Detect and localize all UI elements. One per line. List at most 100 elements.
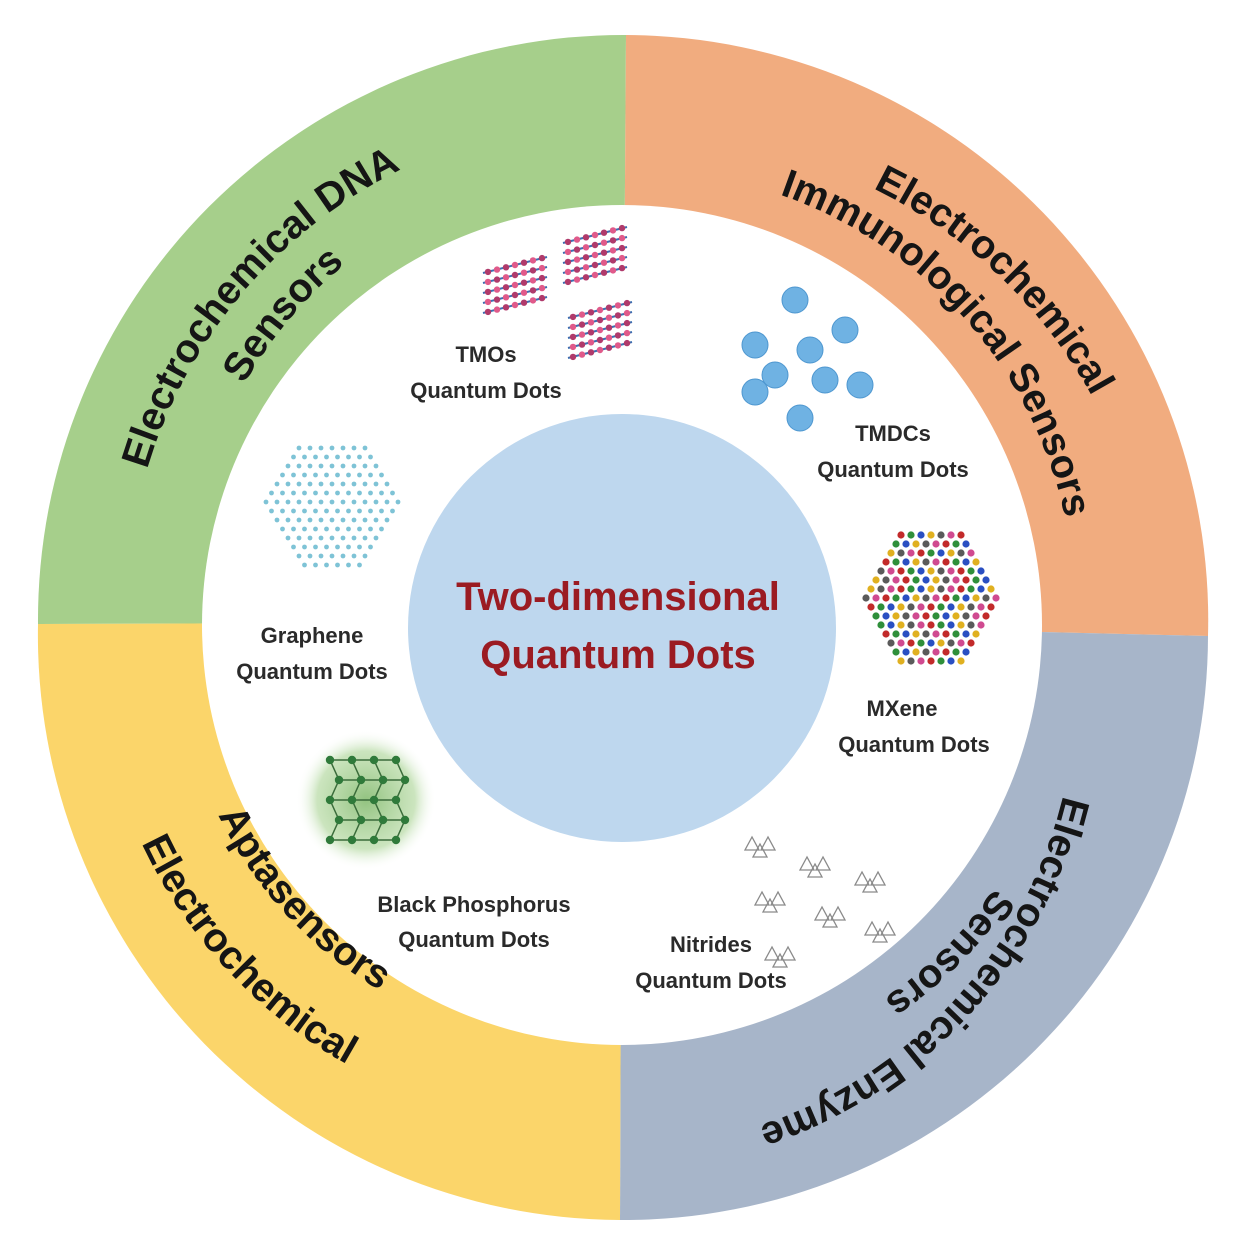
tmos-atom [520, 269, 528, 276]
tmos-atom [600, 249, 608, 256]
mxene-atom [907, 567, 915, 575]
tmdcs-dot [781, 286, 809, 314]
bp-atom [325, 755, 335, 765]
graphene-atom [368, 454, 373, 460]
bp-atom [378, 775, 388, 785]
graphene-atom [318, 517, 324, 523]
tmos-atom [591, 251, 599, 259]
tmos-atom [520, 259, 528, 266]
graphene-atom [351, 445, 357, 451]
graphene-atom [291, 454, 296, 460]
graphene-atom [296, 499, 302, 505]
bp-atom [334, 775, 344, 785]
center-title-line2: Quantum Dots [480, 633, 756, 677]
graphene-atom [269, 490, 274, 496]
graphene-atom [285, 517, 291, 523]
tmos-atom [578, 351, 586, 358]
graphene-atom [335, 472, 340, 478]
graphene-atom [291, 544, 296, 550]
graphene-atom [318, 481, 324, 487]
mxene-atom [897, 585, 905, 593]
graphene-atom [335, 508, 340, 514]
tmos-label-line2: Quantum Dots [410, 378, 562, 403]
mxene-atom [967, 621, 975, 629]
graphene-atom [395, 499, 401, 505]
tmdcs-dot [796, 336, 824, 364]
mxene-atom [977, 585, 985, 593]
mxene-atom [947, 657, 955, 665]
tmos-atom [484, 278, 492, 286]
mxene-atom [887, 549, 895, 557]
graphene-atom [368, 544, 373, 550]
graphene-atom [335, 544, 340, 550]
mxene-atom [942, 630, 950, 638]
graphene-atom [324, 490, 329, 496]
mxene-atom [892, 576, 900, 584]
mxene-atom [967, 603, 975, 611]
nitrides-triangle [779, 945, 797, 961]
mxene-atom [882, 612, 890, 620]
bp-atom [369, 795, 379, 805]
mxene-atom [932, 612, 940, 620]
graphene-atom [346, 544, 351, 550]
tmos-atom [596, 306, 604, 314]
tmdcs-dot [786, 404, 814, 432]
tmos-atom [520, 279, 528, 286]
graphene-atom [373, 463, 379, 469]
graphene-atom [302, 454, 307, 460]
tmos-atom [569, 313, 577, 321]
tmos-atom [529, 257, 537, 264]
nitrides-label-line2: Quantum Dots [635, 968, 787, 993]
mxene-atom [927, 621, 935, 629]
tmos-atom [609, 247, 617, 254]
tmdcs-dot [811, 366, 839, 394]
graphene-atom [307, 463, 313, 469]
bp-atom [334, 815, 344, 825]
bp-atom [369, 835, 379, 845]
graphene-atom [346, 526, 351, 532]
mxene-atom [862, 594, 870, 602]
mxene-atom [957, 567, 965, 575]
mxene-atom [937, 639, 945, 647]
mxene-atom [932, 630, 940, 638]
tmos-atom [587, 349, 595, 356]
tmos-atom [538, 294, 546, 302]
tmos-atom [596, 316, 604, 324]
graphene-atom [346, 490, 351, 496]
graphene-atom [351, 553, 357, 559]
mxene-atom [867, 603, 875, 611]
mxene-atom [897, 639, 905, 647]
tmos-atom [511, 271, 519, 279]
tmos-atom [502, 294, 510, 301]
tmos-atom [609, 227, 617, 234]
graphene-atom [373, 535, 379, 541]
mxene-atom [932, 540, 940, 548]
mxene-atom [917, 639, 925, 647]
mxene-atom [917, 567, 925, 575]
mxene-atom [942, 540, 950, 548]
bp-atom [391, 835, 401, 845]
tmos-atom [605, 314, 613, 321]
graphene-atom [324, 508, 329, 514]
mxene-atom [942, 594, 950, 602]
mxene-atom [947, 621, 955, 629]
tmos-atom [564, 268, 572, 276]
mxene-atom [957, 603, 965, 611]
mxene-atom [927, 603, 935, 611]
tmdcs-dot [831, 316, 859, 344]
mxene-atom [962, 558, 970, 566]
mxene-atom [937, 657, 945, 665]
mxene-atom [892, 540, 900, 548]
mxene-atom [962, 540, 970, 548]
mxene-atom [952, 648, 960, 656]
mxene-atom [887, 621, 895, 629]
mxene-atom [952, 540, 960, 548]
tmdcs-dot [741, 378, 769, 406]
mxene-atom [962, 594, 970, 602]
bp-atom [356, 815, 366, 825]
tmos-atom [600, 269, 608, 276]
tmos-atom [587, 309, 595, 316]
graphene-atom [318, 535, 324, 541]
tmos-atom [529, 287, 537, 294]
graphene-atom [373, 481, 379, 487]
